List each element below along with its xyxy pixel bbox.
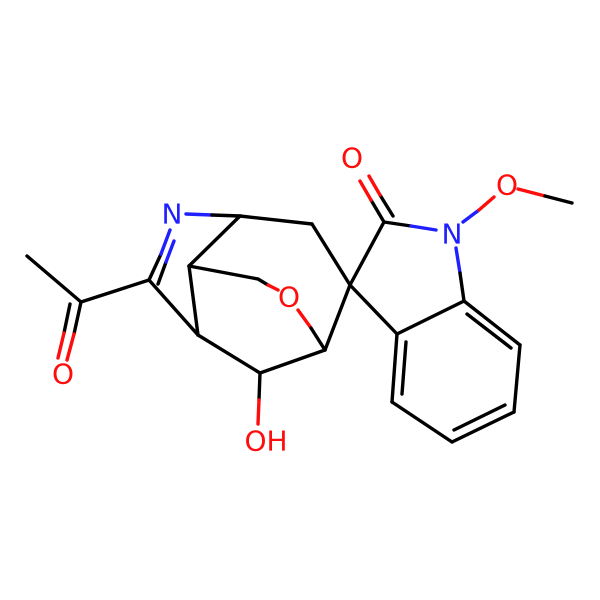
bond-ch-choh [196, 333, 262, 375]
atom-label-imine-nitrogen: N [162, 198, 183, 231]
bond-bridgehead-ch2 [238, 214, 314, 226]
bond-choh-oh-red [256, 398, 261, 426]
bond-imine-b [156, 260, 168, 286]
bond-c7a-c7 [462, 299, 522, 347]
bond-c6-c5-inner [452, 403, 507, 432]
bond-imine-a [147, 252, 163, 282]
atom-label-ether-oxygen: O [278, 281, 300, 314]
bond-n-bridgehead-n [184, 212, 214, 217]
bond-acetyl-carbonyl-b [62, 302, 72, 335]
atom-label-lactam-nitrogen: N [442, 218, 463, 251]
bond-c3a-c7a [395, 299, 466, 336]
bond-choh-oh [257, 371, 262, 402]
bond-rbridge-spiro [323, 283, 352, 352]
bond-n-o-blue [461, 208, 481, 224]
bond-acetyl-carbonyl-a-o [65, 332, 76, 362]
bond-o-methyl [543, 194, 574, 205]
bond-lactam-co-a-o [358, 179, 373, 202]
bond-c4-c3a [390, 332, 399, 404]
bond-spiro-lactamC [348, 220, 386, 287]
bond-ch2o-o [256, 277, 270, 287]
bond-choh-rbridge [258, 348, 327, 375]
bond-imine-a-n [159, 228, 172, 256]
bond-lactam-co-b-o [367, 174, 382, 197]
bond-lactamC-n-blue [409, 224, 438, 232]
bond-spiro-c3a [348, 283, 399, 336]
bond-imineC-ch [147, 278, 200, 337]
bond-c7a-c7-inner [465, 312, 513, 350]
bond-lactamC-n [382, 220, 413, 228]
atom-label-acetyl-oxygen: O [52, 358, 74, 391]
bond-c4-c3a-inner [400, 340, 408, 396]
bond-inner-ch [187, 264, 200, 337]
bond-imine-b-n [164, 239, 176, 264]
bond-c7-c6 [512, 343, 522, 414]
bond-acetyl-carbonyl-b-o [56, 331, 66, 360]
bond-n-o-red [477, 195, 496, 212]
bond-ch2o-o-red [266, 283, 280, 292]
bond-bridgehead-inner [187, 214, 242, 268]
bond-n-bridgehead [210, 213, 242, 218]
bond-o-rbridge-red [296, 308, 313, 330]
bond-o-rbridge [309, 326, 327, 352]
bond-o-methyl-red [516, 187, 547, 198]
bond-lactam-co-a [369, 198, 386, 224]
bond-acetyl-c-ring [79, 278, 151, 304]
bond-inner-ch2o [187, 264, 260, 281]
bond-n-c7a-blue [454, 246, 462, 275]
atom-label-hydroxyl: OH [244, 425, 287, 458]
bond-acetyl-carbonyl-a [72, 300, 83, 336]
bond-ch2-spiro [310, 222, 352, 287]
bond-n-c7a [458, 271, 466, 303]
bond-lactam-co-b [378, 193, 395, 218]
atom-label-methoxy-oxygen: O [496, 169, 518, 202]
bond-c6-c5 [450, 410, 516, 444]
bond-c5-c4 [390, 400, 454, 444]
bond-methyl-acetyl [25, 254, 83, 304]
atom-label-lactam-oxygen: O [341, 142, 363, 175]
